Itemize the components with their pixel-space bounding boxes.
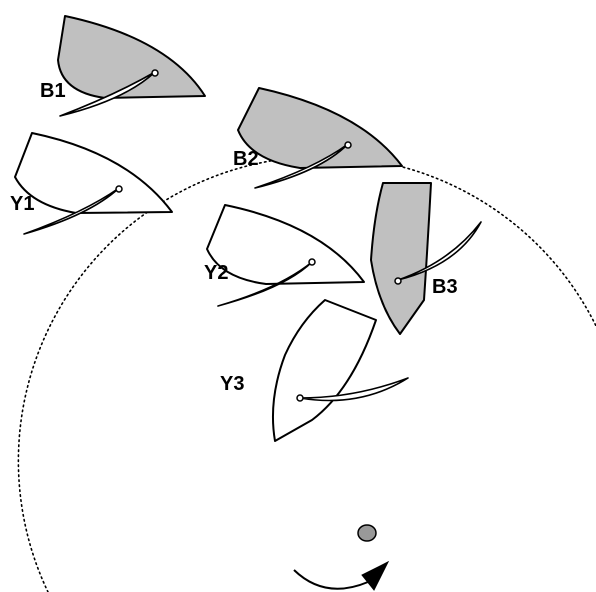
mast [151, 69, 159, 77]
boat-label-b2: B2 [233, 148, 259, 170]
mast [308, 258, 316, 266]
mark-buoy-icon [357, 524, 377, 542]
sail [217, 261, 313, 307]
sail [23, 187, 120, 235]
hull [14, 132, 173, 214]
sail [299, 377, 409, 402]
hull [271, 299, 377, 442]
boat-b2 [237, 87, 403, 189]
sail [254, 143, 349, 189]
boat-y1 [14, 132, 173, 235]
hull [57, 15, 206, 99]
mast [394, 277, 402, 285]
boat-label-b1: B1 [40, 80, 66, 102]
curved-arrow-icon [293, 560, 390, 591]
boat-label-b3: B3 [432, 276, 458, 298]
boat-label-y3: Y3 [220, 373, 244, 395]
hull [206, 204, 365, 285]
hull [237, 87, 403, 169]
boat-b3 [370, 182, 482, 335]
boat-label-y1: Y1 [10, 193, 34, 215]
boat-label-y2: Y2 [204, 262, 228, 284]
mast [344, 141, 352, 149]
sail [59, 71, 156, 117]
boat-y3 [271, 299, 409, 442]
mast [296, 394, 304, 402]
zone-circle [17, 155, 596, 592]
boat-y2 [206, 204, 365, 307]
mast [115, 185, 123, 193]
hull [370, 182, 432, 335]
boat-b1 [57, 15, 206, 117]
sail [397, 221, 482, 281]
